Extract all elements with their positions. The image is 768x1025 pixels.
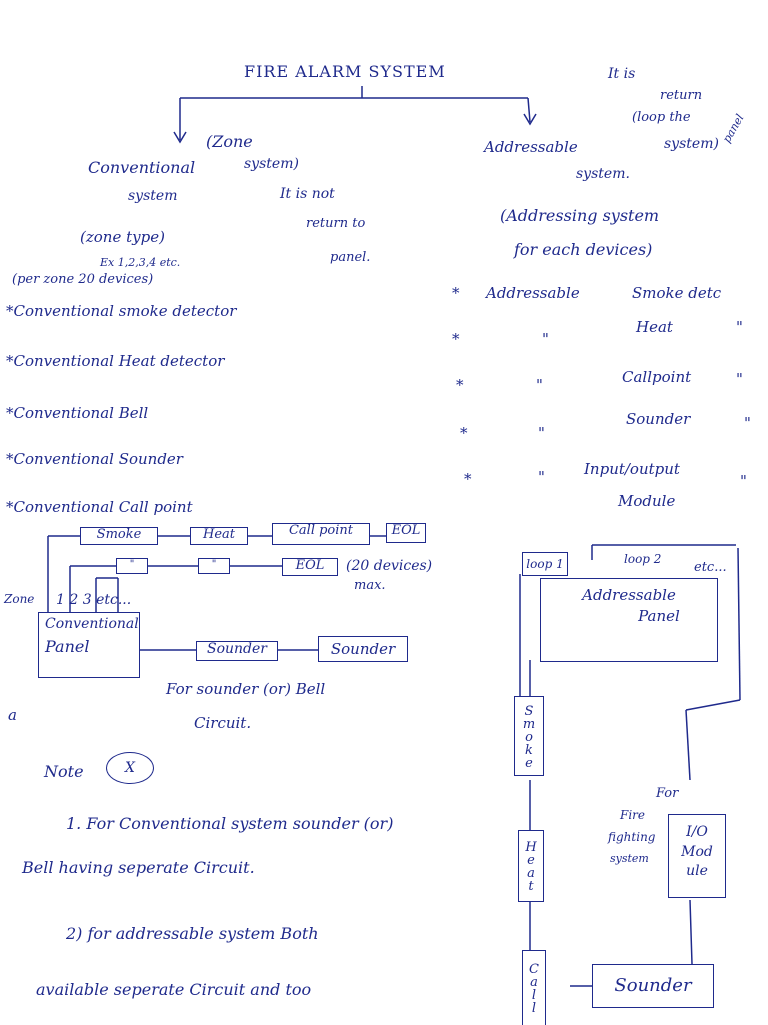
max-devices-2: max. <box>354 578 386 593</box>
conventional-heading-2: system <box>128 188 178 204</box>
loop-etc-label: etc... <box>694 560 727 575</box>
callpoint-device-box: Call point <box>272 523 370 545</box>
addr-item-ditto: " <box>536 376 543 394</box>
note-line-2: Bell having seperate Circuit. <box>22 858 255 877</box>
addr-item-ditto: " <box>740 472 747 490</box>
addr-item-io: Input/output <box>584 460 680 478</box>
zone-type: (zone type) <box>80 228 165 246</box>
addressable-desc-2: for each devices) <box>514 240 653 259</box>
conventional-item-sounder: *Conventional Sounder <box>6 450 183 468</box>
loop-return-note-2: return <box>660 88 703 103</box>
note-line-3: 2) for addressable system Both <box>66 924 319 943</box>
addr-item-star: * <box>464 470 472 488</box>
addr-item-smoke: Smoke detc <box>632 284 722 302</box>
io-module-label-2: Mod <box>681 843 713 860</box>
addressable-heading-2: system) <box>664 136 719 152</box>
max-devices-1: (20 devices) <box>346 558 433 574</box>
heat-device-box: Heat <box>190 527 248 545</box>
addressable-heading-3: system. <box>576 166 630 182</box>
zone-label: Zone <box>4 592 35 606</box>
for-label: For <box>656 786 679 801</box>
note-line-4: available seperate Circuit and too <box>36 980 312 999</box>
zone-system-2: system) <box>244 156 299 172</box>
sounder-circuit-caption-2: Circuit. <box>194 714 252 732</box>
eol-box: EOL <box>282 558 338 576</box>
addr-item-star: * <box>452 284 460 302</box>
conventional-item-bell: *Conventional Bell <box>6 404 149 422</box>
sounder-box-2: Sounder <box>318 636 408 662</box>
not-return-note-2: return to <box>306 216 366 231</box>
zone-example: Ex 1,2,3,4 etc. <box>100 256 181 269</box>
addressable-panel-label-1: Addressable <box>582 586 676 604</box>
io-module-box: I/O Mod ule <box>668 814 726 898</box>
conventional-heading-1: Conventional <box>88 158 196 177</box>
conventional-panel-label-2: Panel <box>45 637 90 657</box>
addressable-heading-1: Addressable <box>484 138 578 156</box>
note-line-1: 1. For Conventional system sounder (or) <box>66 814 394 833</box>
sounder-loop-box: Sounder <box>592 964 714 1008</box>
conventional-panel-box: Conventional Panel <box>38 612 140 678</box>
addr-item-callpoint: Callpoint <box>622 368 692 386</box>
addr-item-ditto: " <box>736 370 743 388</box>
loop-return-note-1: It is <box>608 66 636 82</box>
conventional-item-callpoint: *Conventional Call point <box>6 498 193 516</box>
fire-fighting-label-3: system <box>610 852 649 865</box>
ditto-device-box: " <box>198 558 230 574</box>
note-label: Note <box>44 762 84 781</box>
not-return-note-1: It is not <box>280 186 335 202</box>
note-circle-mark: X <box>106 752 154 784</box>
fire-fighting-label-2: fighting <box>608 830 656 844</box>
addr-item-ditto: " <box>542 330 549 348</box>
addr-item-ditto: " <box>538 468 545 486</box>
addr-item-ditto: " <box>736 318 743 336</box>
addressable-panel-box: Addressable Panel <box>540 578 718 662</box>
sounder-box-1: Sounder <box>196 641 278 661</box>
addressable-panel-label-2: Panel <box>638 607 680 625</box>
per-zone-devices: (per zone 20 devices) <box>12 272 154 287</box>
conventional-item-smoke: *Conventional smoke detector <box>6 302 237 320</box>
zone-numbers: 1 2 3 etc... <box>56 592 132 608</box>
loop-return-note-3: (loop the <box>632 110 691 125</box>
io-module-label-1: I/O <box>686 824 708 840</box>
addr-item-star: * <box>456 376 464 394</box>
fire-fighting-label-1: Fire <box>620 808 646 822</box>
addr-item-ditto: " <box>538 424 545 442</box>
loop-1-box: loop 1 <box>522 552 568 576</box>
addr-item-module: Module <box>618 492 676 510</box>
zone-system-1: (Zone <box>206 132 253 151</box>
page-title: FIRE ALARM SYSTEM <box>244 62 446 81</box>
margin-mark: a <box>8 706 17 724</box>
eol-box: EOL <box>386 523 426 543</box>
addressable-desc-1: (Addressing system <box>500 206 660 225</box>
conventional-panel-label-1: Conventional <box>45 616 139 632</box>
heat-loop-device: Heat <box>518 830 544 902</box>
sounder-circuit-caption-1: For sounder (or) Bell <box>166 680 326 698</box>
conventional-item-heat: *Conventional Heat detector <box>6 352 225 370</box>
addr-item-sounder: Sounder <box>626 410 691 428</box>
callpoint-loop-device: Call <box>522 950 546 1025</box>
addr-item-star: * <box>452 330 460 348</box>
smoke-device-box: Smoke <box>80 527 158 545</box>
io-module-label-3: ule <box>686 863 708 880</box>
addr-item-heat: Heat <box>636 318 673 336</box>
loop-2-label: loop 2 <box>624 552 662 566</box>
smoke-loop-device: Smoke <box>514 696 544 776</box>
addr-item-ditto: " <box>744 414 751 432</box>
ditto-device-box: " <box>116 558 148 574</box>
addr-item-prefix: Addressable <box>486 284 580 302</box>
not-return-note-3: panel. <box>330 250 371 265</box>
addr-item-star: * <box>460 424 468 442</box>
